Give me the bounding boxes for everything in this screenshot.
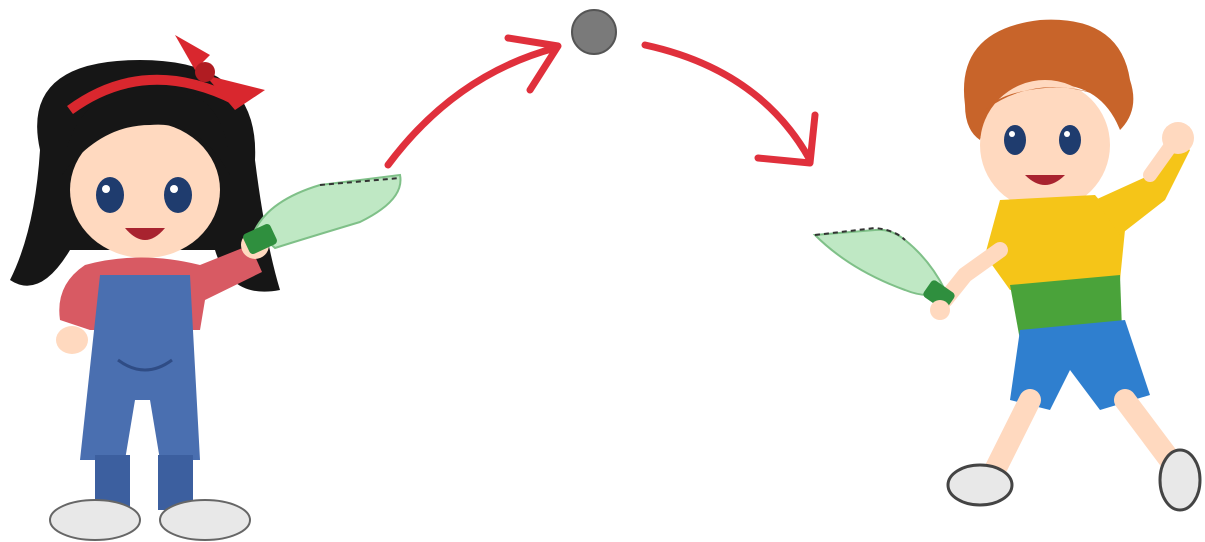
girl-face: [70, 122, 220, 258]
arrow-ball-to-right: [641, 41, 814, 164]
boy-waving-hand: [1162, 122, 1194, 154]
arrow-left-to-ball: [384, 44, 559, 169]
girl-left-shoe: [49, 499, 141, 541]
bottle-scoop-icon-right: [812, 226, 955, 320]
boy-figure: [937, 19, 1202, 512]
boy-shorts: [1010, 320, 1150, 410]
girl-mouth: [125, 228, 165, 240]
boy-face: [980, 80, 1110, 210]
girl-left-eye: [96, 177, 124, 213]
girl-right-eye: [164, 177, 192, 213]
arrowhead-right-icon: [754, 111, 819, 167]
boy-right-shoe: [1158, 448, 1202, 512]
ball-icon: [571, 9, 617, 55]
girl-right-shoe: [159, 499, 251, 541]
boy-mouth: [1025, 175, 1065, 185]
girl-bow-icon: [175, 35, 265, 110]
arrowhead-left-icon: [504, 34, 562, 94]
girl-headband: [67, 74, 238, 115]
boy-left-shoe: [946, 463, 1014, 507]
girl-overalls: [80, 275, 200, 460]
boy-hair: [963, 19, 1134, 141]
boy-shirt: [985, 195, 1125, 290]
girl-bangs: [62, 85, 230, 175]
bottle-scoop-icon-left: [243, 173, 402, 254]
girl-figure: [10, 35, 280, 541]
